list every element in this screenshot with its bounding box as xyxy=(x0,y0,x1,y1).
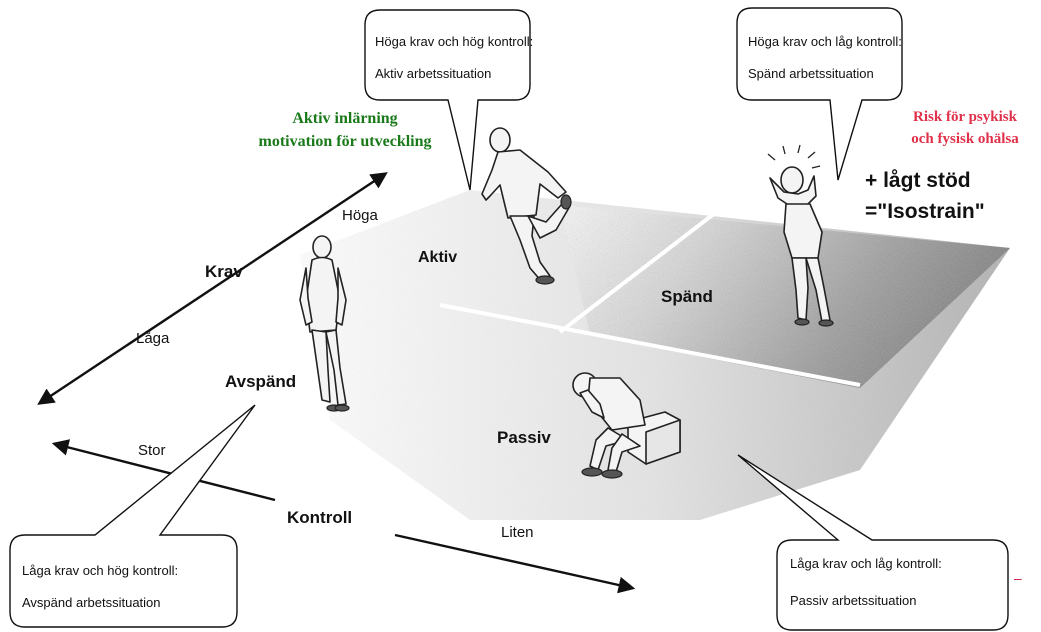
demands-axis-arrow xyxy=(37,172,388,405)
health-risk-line-2: och fysisk ohälsa xyxy=(911,131,1019,147)
quadrant-divider-vertical xyxy=(558,211,717,334)
demands-axis-label: Krav xyxy=(205,262,243,281)
bubble-strained-line-2: Spänd arbetssituation xyxy=(748,66,874,81)
bubble-strained-line-1: Höga krav och låg kontroll: xyxy=(748,34,902,49)
stray-mark: – xyxy=(1014,570,1022,586)
health-risk-line-1: Risk för psykisk xyxy=(913,109,1018,125)
passive-person-illustration xyxy=(572,372,681,479)
quadrant-label-active: Aktiv xyxy=(418,249,457,266)
bubble-active-line-2: Aktiv arbetssituation xyxy=(375,66,491,81)
bubble-relaxed-line-1: Låga krav och hög kontroll: xyxy=(22,563,178,578)
strained-person-illustration xyxy=(767,144,834,327)
quadrant-label-strained: Spänd xyxy=(661,287,713,306)
control-axis-label: Kontroll xyxy=(287,508,352,527)
speech-bubble-active: Höga krav och hög kontroll: Aktiv arbets… xyxy=(364,9,533,191)
quadrant-label-passive: Passiv xyxy=(497,428,551,447)
demands-high-label: Höga xyxy=(342,207,379,224)
speech-bubble-passive: Låga krav och låg kontroll: Passiv arbet… xyxy=(737,454,1009,631)
active-person-illustration xyxy=(481,127,572,285)
quadrant-divider-horizontal xyxy=(439,303,861,387)
isostrain-line-1: + lågt stöd xyxy=(865,169,971,192)
speech-bubble-strained: Höga krav och låg kontroll: Spänd arbets… xyxy=(736,7,903,181)
floor-plane xyxy=(300,190,1010,520)
control-axis-arrow-low xyxy=(394,533,636,594)
control-axis-arrow-high xyxy=(51,439,276,502)
active-learning-line-1: Aktiv inlärning xyxy=(292,110,397,127)
bubble-passive-line-2: Passiv arbetssituation xyxy=(790,593,916,608)
active-learning-line-2: motivation för utveckling xyxy=(258,133,431,150)
demands-low-label: Låga xyxy=(136,330,170,347)
control-low-label: Liten xyxy=(501,524,534,541)
relaxed-person-illustration xyxy=(299,235,350,412)
control-high-label: Stor xyxy=(138,442,166,459)
quadrant-label-relaxed: Avspänd xyxy=(225,372,296,391)
stress-lines-icon xyxy=(767,144,821,169)
isostrain-line-2: ="Isostrain" xyxy=(865,200,985,223)
bubble-relaxed-line-2: Avspänd arbetssituation xyxy=(22,595,161,610)
bubble-passive-line-1: Låga krav och låg kontroll: xyxy=(790,556,942,571)
bubble-active-line-1: Höga krav och hög kontroll: xyxy=(375,34,533,49)
speech-bubble-relaxed: Låga krav och hög kontroll: Avspänd arbe… xyxy=(9,404,256,628)
